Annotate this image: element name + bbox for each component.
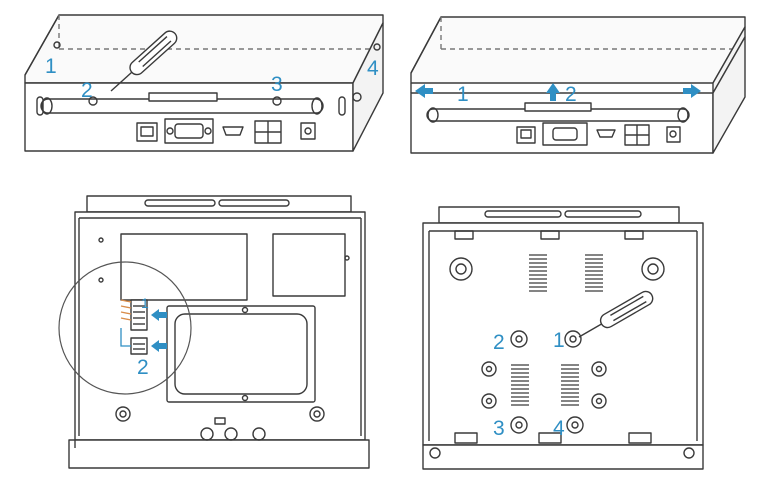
- screwdriver-icon: [578, 290, 654, 338]
- panel-remove-cover-screws: 1 2 3 4: [15, 5, 395, 165]
- panel-connect-hdd-cables: 1 2: [55, 188, 385, 478]
- arrow-right-icon: [683, 84, 701, 98]
- case-cover-sliding-illustration: 1 2: [410, 16, 746, 154]
- arrow-icon: [151, 340, 167, 352]
- panel-slide-cover: 1 2: [405, 5, 755, 165]
- callout-2: 2: [137, 356, 149, 379]
- callout-3: 3: [271, 73, 283, 96]
- callout-1: 1: [457, 83, 469, 106]
- callout-2: 2: [81, 79, 93, 102]
- callout-1: 1: [553, 329, 565, 352]
- arrow-icon: [151, 309, 167, 321]
- callout-2: 2: [565, 83, 577, 106]
- case-closed-illustration: 1 2 3 4: [24, 14, 384, 152]
- case-open-interior-illustration: 1 2: [58, 195, 370, 469]
- screwdriver-icon: [110, 30, 178, 92]
- callout-2: 2: [493, 331, 505, 354]
- arrow-up-icon: [546, 83, 560, 101]
- callout-3: 3: [493, 417, 505, 440]
- panel-fix-hdd-screws: 1 2 3 4: [415, 205, 715, 475]
- callout-1: 1: [45, 55, 57, 78]
- arrow-left-icon: [415, 84, 433, 98]
- callout-4: 4: [553, 417, 565, 440]
- callout-1: 1: [141, 295, 149, 311]
- callout-4: 4: [367, 57, 379, 80]
- case-underside-illustration: 1 2 3 4: [422, 206, 704, 470]
